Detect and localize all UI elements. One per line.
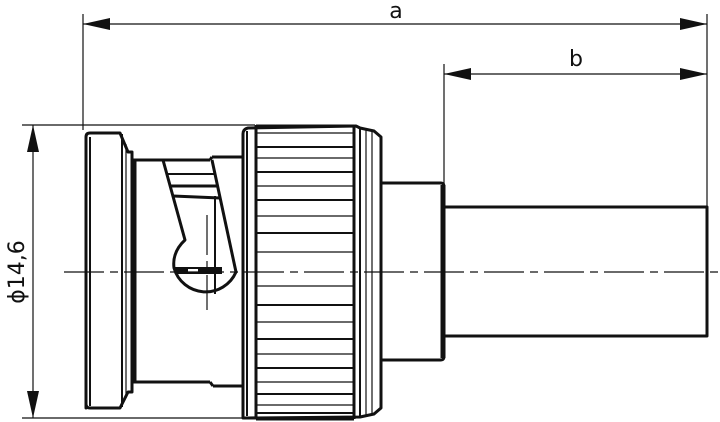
knurl-lines (256, 132, 354, 414)
dimension-diameter-label: ϕ14,6 (5, 240, 30, 304)
bayonet-slot (161, 159, 238, 310)
dimension-b-label: b (569, 47, 583, 72)
dimension-diameter: ϕ14,6 (5, 124, 255, 419)
dimension-a-label: a (389, 0, 402, 24)
dimension-b: b (443, 47, 707, 190)
bayonet-body (132, 155, 242, 388)
coupling-nut (241, 124, 383, 421)
cable-sleeve (444, 205, 709, 338)
bayonet-flange (84, 131, 134, 410)
dimension-a: a (82, 0, 708, 270)
